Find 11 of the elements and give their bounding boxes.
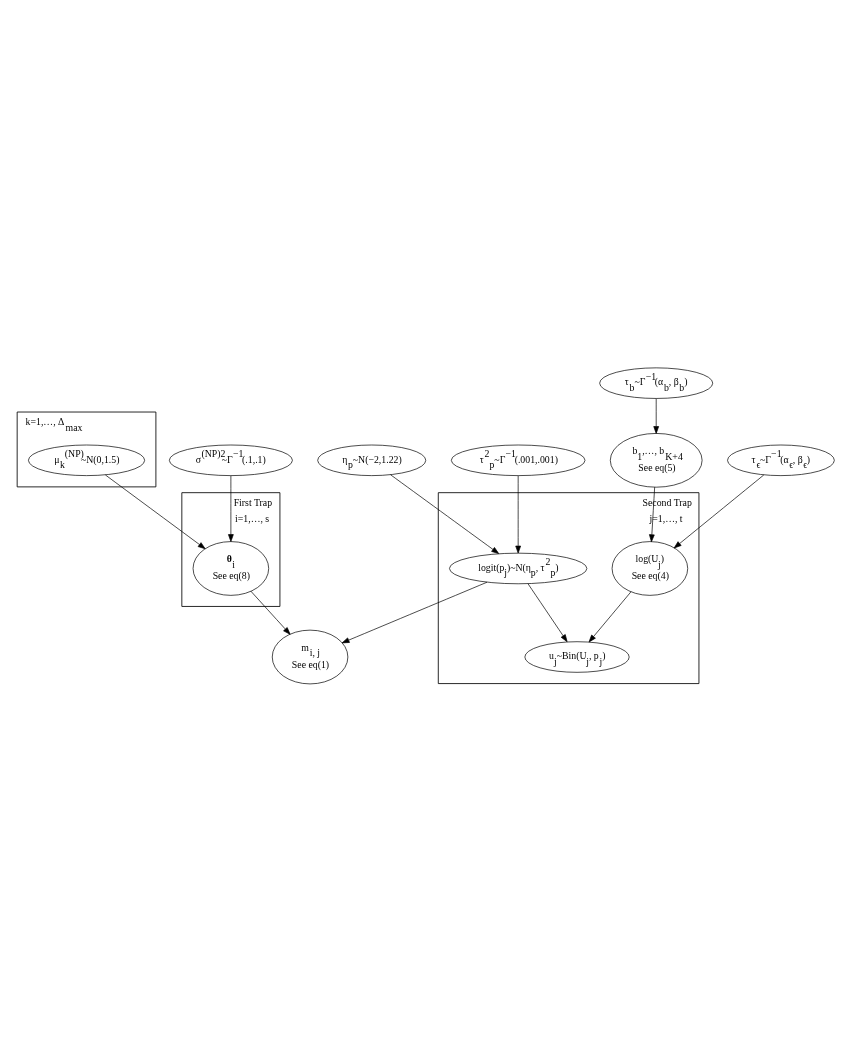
arrow <box>341 581 488 644</box>
arrow <box>653 398 659 434</box>
arrow <box>515 475 521 554</box>
arrow <box>673 474 765 549</box>
arrow <box>250 590 291 635</box>
arrow <box>105 474 206 550</box>
arrow <box>649 486 655 543</box>
arrow <box>588 591 632 643</box>
arrow <box>390 474 500 554</box>
arrow <box>527 583 568 643</box>
arrow <box>228 475 234 542</box>
